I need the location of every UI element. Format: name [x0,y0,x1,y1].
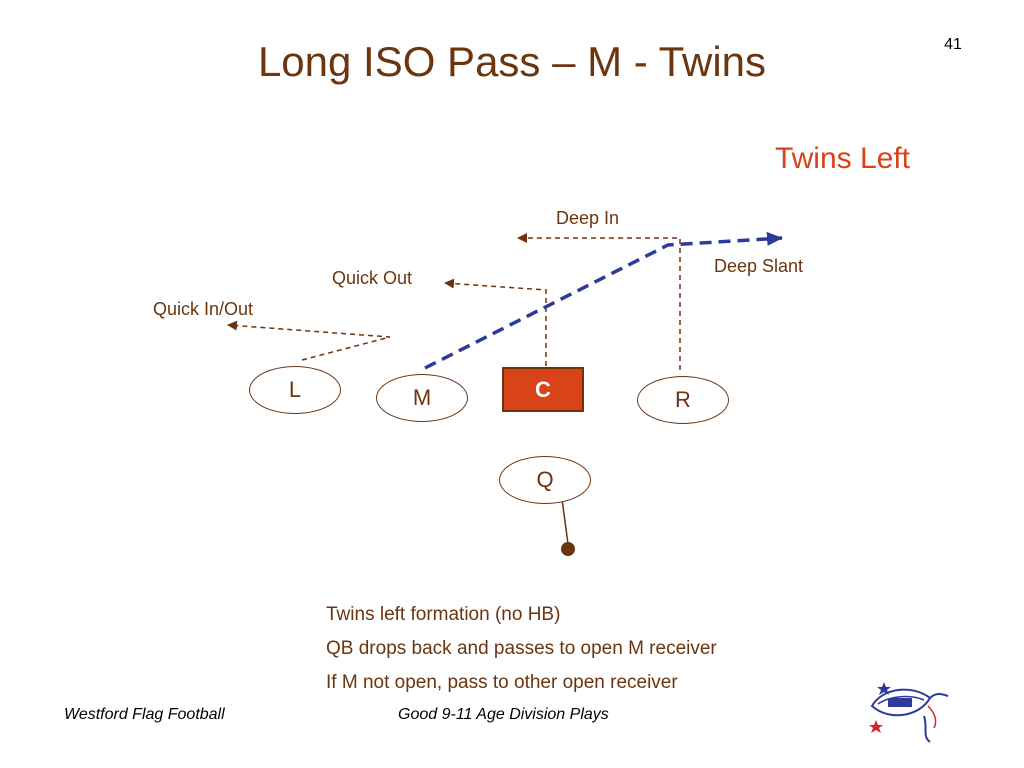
deep-in-route [517,233,681,370]
slide-number: 41 [944,36,962,53]
deep-slant-route [424,231,783,370]
footer-left: Westford Flag Football [64,706,225,723]
quick-in-out-label: Quick In/Out [153,299,254,319]
slide-title: Long ISO Pass – M - Twins [257,38,767,85]
note-line: Twins left formation (no HB) [326,604,561,625]
player-quarterback: Q [499,456,591,504]
quick-out-label: Quick Out [332,268,413,288]
football-logo-icon [869,682,949,743]
quick-in-out-route [227,320,391,361]
play-notes: Twins left formation (no HB) QB drops ba… [326,598,717,700]
deep-slant-label: Deep Slant [714,256,804,276]
player-right: R [637,376,729,424]
player-middle: M [376,374,468,422]
note-line: QB drops back and passes to open M recei… [326,638,717,659]
player-left: L [249,366,341,414]
player-center: C [502,367,584,412]
qb-dropback-line [561,498,569,545]
qb-dropback-point [561,542,575,556]
formation-subtitle: Twins Left [774,142,910,175]
note-line: If M not open, pass to other open receiv… [326,672,678,693]
deep-in-label: Deep In [556,208,620,228]
footer-center: Good 9-11 Age Division Plays [398,706,609,723]
quick-out-route [444,278,547,366]
